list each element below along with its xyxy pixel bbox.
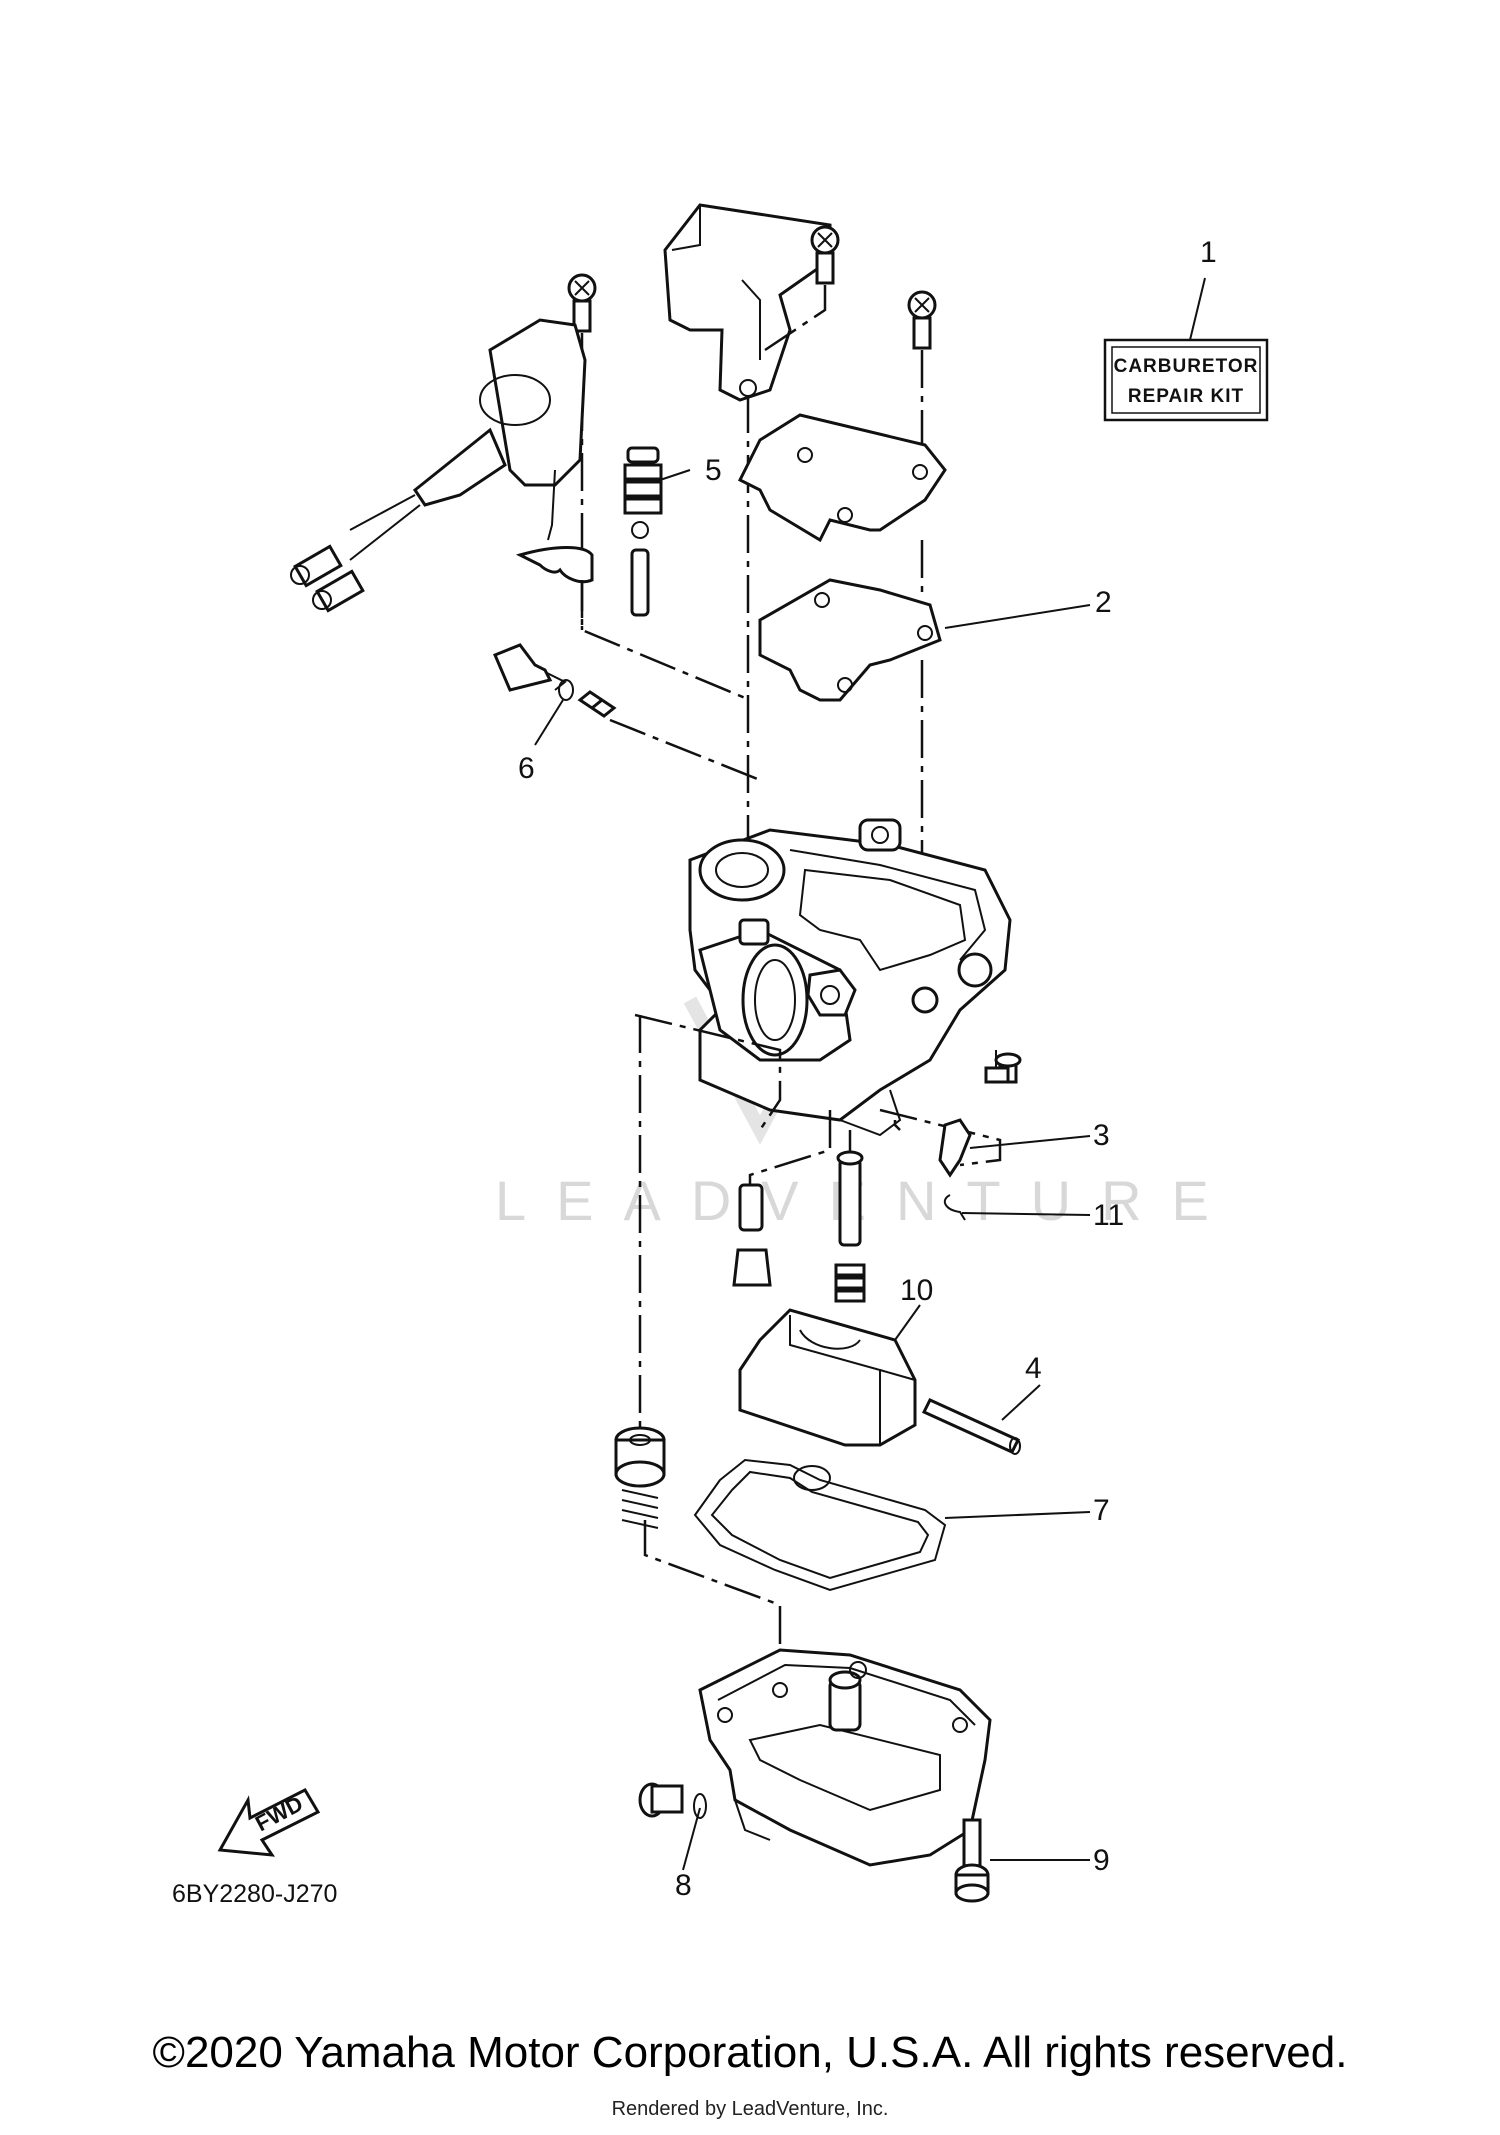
screw-top-center (764, 225, 840, 352)
callout-11: 11 (1093, 1199, 1124, 1232)
callout-7: 7 (1093, 1494, 1110, 1527)
gasket (758, 578, 942, 920)
callout-6: 6 (518, 752, 535, 785)
spring-cap (623, 446, 663, 617)
pilot-screw (493, 643, 761, 782)
diagram-code: 6BY2280-J270 (172, 1880, 337, 1908)
needle-clip (943, 1194, 966, 1221)
assembly-lines-lower (634, 1013, 1002, 1650)
callout-labels: 1 2 3 4 5 6 7 8 9 10 11 (518, 236, 1217, 1902)
screw-right (984, 1050, 1010, 1084)
float (738, 1308, 917, 1447)
cover-plate (737, 413, 947, 600)
screw-top-left (567, 273, 751, 702)
float-pin (921, 1398, 1021, 1455)
fwd-arrow: FWD (217, 1788, 321, 1857)
drain-spring (614, 1426, 666, 1529)
callout-1: 1 (1200, 236, 1217, 269)
main-jet (732, 1183, 772, 1287)
callout-2: 2 (1095, 586, 1112, 619)
copyright-notice: ©2020 Yamaha Motor Corporation, U.S.A. A… (152, 2028, 1348, 2077)
repair-kit-box: CARBURETOR REPAIR KIT (1103, 338, 1269, 422)
callout-4: 4 (1025, 1352, 1042, 1385)
callout-5: 5 (705, 454, 722, 487)
callout-10: 10 (900, 1274, 933, 1307)
leader-lines (534, 277, 1206, 1871)
main-nozzle (834, 1150, 866, 1303)
screw-top-right (907, 290, 937, 470)
drain-screw (638, 1782, 707, 1819)
kit-label-line2: REPAIR KIT (1128, 386, 1244, 407)
bowl-screw (954, 1818, 990, 1903)
throttle-sensor (290, 318, 594, 630)
callout-3: 3 (1093, 1119, 1110, 1152)
callout-9: 9 (1093, 1844, 1110, 1877)
float-bowl-gasket (693, 1458, 947, 1592)
carburetor-body (688, 818, 1012, 1137)
callout-8: 8 (675, 1869, 692, 1902)
kit-label-line1: CARBURETOR (1114, 356, 1259, 377)
rendered-by-credit: Rendered by LeadVenture, Inc. (611, 2098, 889, 2120)
top-bracket (663, 203, 832, 920)
watermark-text: LEADVENTURE (495, 1169, 1239, 1232)
float-bowl (698, 1648, 992, 1867)
